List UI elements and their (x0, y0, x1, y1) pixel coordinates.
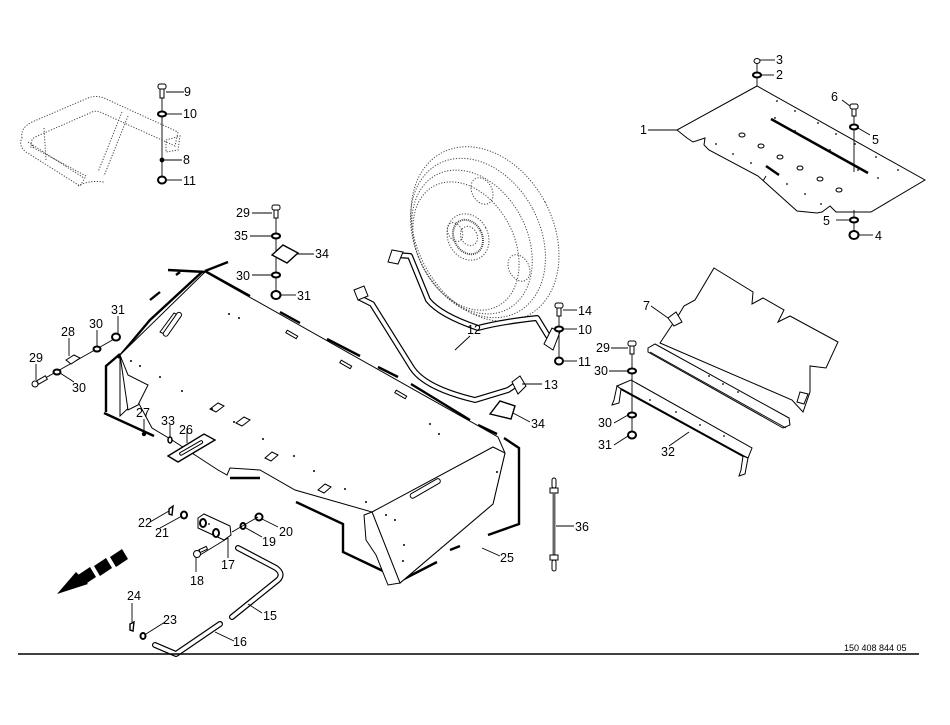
rivet-27 (141, 419, 147, 437)
callout-5: 5 (872, 133, 879, 147)
callout-9: 9 (184, 85, 191, 99)
callout-34: 34 (315, 247, 329, 261)
callout-30: 30 (598, 416, 612, 430)
callout-30: 30 (89, 317, 103, 331)
fastener-stack-right (609, 340, 637, 446)
tube-15 (229, 545, 284, 620)
bracket-34-right (488, 400, 531, 423)
callout-26: 26 (179, 423, 193, 437)
support-tube-12 (387, 249, 561, 351)
decal-26 (166, 428, 217, 463)
callout-14: 14 (578, 304, 592, 318)
main-housing (103, 260, 521, 586)
clip-23-24 (129, 603, 166, 640)
callout-25: 25 (500, 551, 514, 565)
callout-32: 32 (661, 445, 675, 459)
callout-23: 23 (163, 613, 177, 627)
housing-bolts (285, 329, 408, 400)
svg-text:⌂: ⌂ (30, 144, 34, 150)
callout-31: 31 (111, 303, 125, 317)
callout-1: 1 (640, 123, 647, 137)
hinge-bracket-group (149, 504, 279, 572)
rear-shield (647, 267, 839, 429)
callout-22: 22 (138, 516, 152, 530)
cable-36 (549, 477, 574, 572)
callout-28: 28 (61, 325, 75, 339)
callout-30: 30 (594, 364, 608, 378)
callout-3: 3 (776, 53, 783, 67)
callout-18: 18 (190, 574, 204, 588)
callout-24: 24 (127, 589, 141, 603)
floor-plate (648, 85, 927, 214)
callout-27: 27 (136, 406, 150, 420)
fastener-chain-left (31, 316, 121, 388)
callout-31: 31 (598, 438, 612, 452)
callout-8: 8 (183, 153, 190, 167)
direction-arrow-icon (57, 549, 128, 594)
callout-10: 10 (578, 323, 592, 337)
callout-33: 33 (161, 414, 175, 428)
fastener-stack-center (250, 204, 314, 300)
floor-plate-fasteners (752, 58, 873, 240)
fastener-stack-top-left (157, 83, 184, 185)
cross-bar (611, 379, 753, 477)
callout-17: 17 (221, 558, 235, 572)
callout-19: 19 (262, 535, 276, 549)
callout-34: 34 (531, 417, 545, 431)
callout-29: 29 (596, 341, 610, 355)
callout-5: 5 (823, 214, 830, 228)
callout-36: 36 (575, 520, 589, 534)
support-tube-13 (353, 285, 527, 403)
callout-15: 15 (263, 609, 277, 623)
handle-frame-reference: ⌂ (20, 96, 181, 187)
callout-29: 29 (29, 351, 43, 365)
clip-33 (167, 425, 173, 444)
callout-30: 30 (236, 269, 250, 283)
callout-6: 6 (831, 90, 838, 104)
callout-20: 20 (279, 525, 293, 539)
callout-29: 29 (236, 206, 250, 220)
callout-13: 13 (544, 378, 558, 392)
fastener-stack-14 (554, 302, 577, 366)
callout-31: 31 (297, 289, 311, 303)
callout-21: 21 (155, 526, 169, 540)
drawing-number: 150 408 844 05 (844, 643, 907, 653)
callout-11: 11 (578, 355, 591, 369)
callout-30: 30 (72, 381, 86, 395)
callout-35: 35 (234, 229, 248, 243)
tube-16 (152, 621, 235, 657)
callout-4: 4 (875, 229, 882, 243)
callout-7: 7 (643, 299, 650, 313)
callout-10: 10 (183, 107, 197, 121)
callout-11: 11 (183, 174, 196, 188)
callout-16: 16 (233, 635, 247, 649)
callout-2: 2 (776, 68, 783, 82)
callout-12: 12 (467, 323, 481, 337)
